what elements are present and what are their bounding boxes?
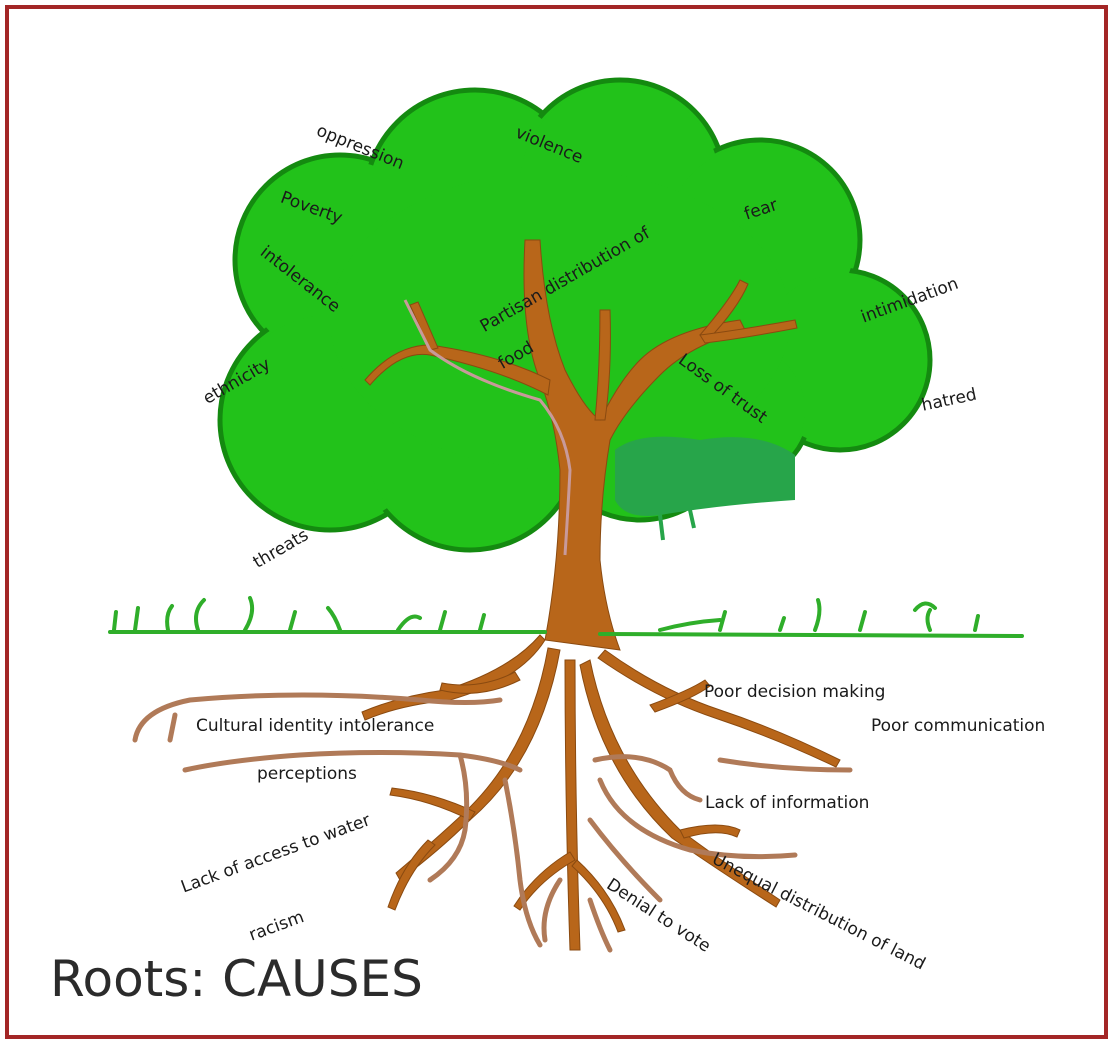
outer-frame xyxy=(5,5,1108,1039)
label-perceptions: perceptions xyxy=(257,766,357,783)
label-poor-decision-making: Poor decision making xyxy=(704,684,885,701)
label-poor-communication: Poor communication xyxy=(871,718,1045,735)
diagram-title: Roots: CAUSES xyxy=(50,950,423,1008)
label-cultural-identity-intolerance: Cultural identity intolerance xyxy=(196,718,434,735)
label-lack-of-information: Lack of information xyxy=(705,795,869,812)
